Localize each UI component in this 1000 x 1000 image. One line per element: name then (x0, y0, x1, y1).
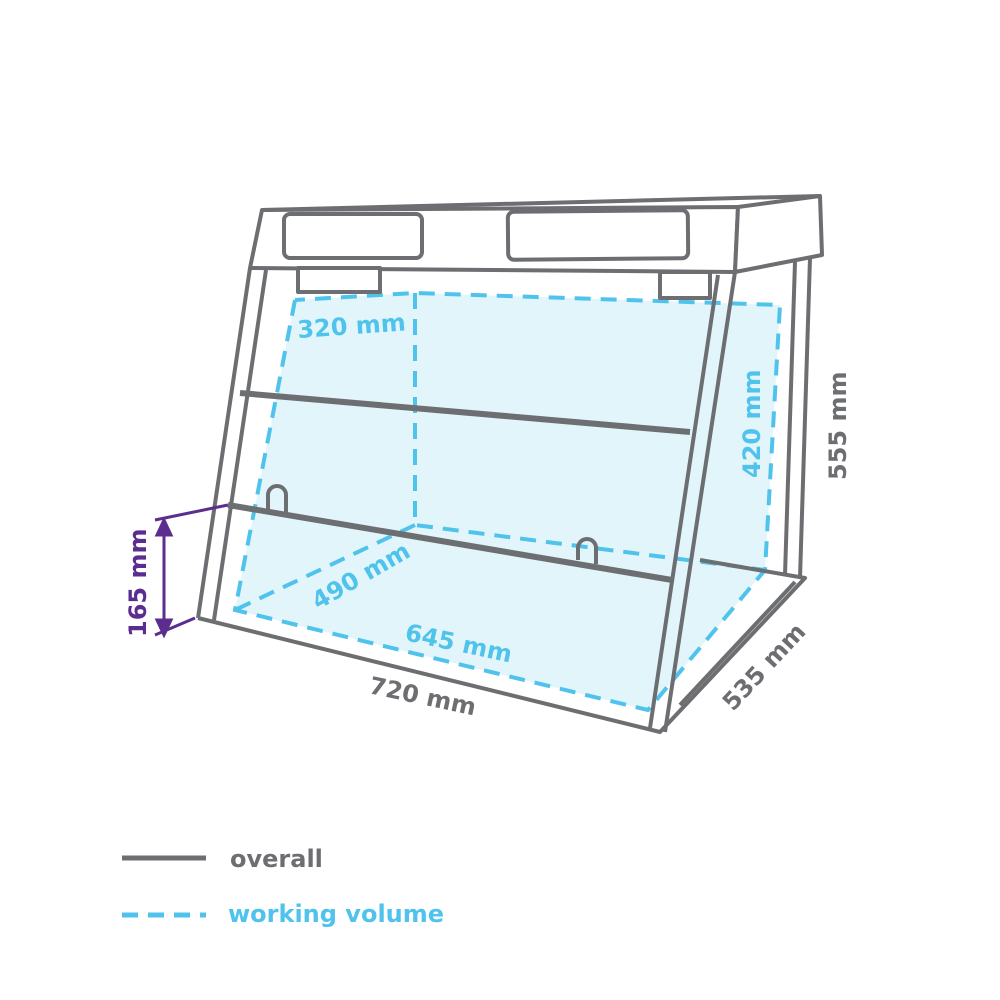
hood-panel-left (282, 212, 424, 260)
legend-overall-label: overall (230, 845, 323, 873)
hood-side (733, 194, 824, 274)
label-overall-depth: 535 mm (717, 618, 811, 716)
working-volume-fill (235, 293, 780, 710)
hood-front (248, 205, 740, 274)
lamp-left (296, 266, 382, 294)
lamp-right (658, 270, 712, 300)
label-working-height: 420 mm (738, 370, 766, 478)
cabinet-outline (196, 194, 824, 734)
hood-panel-right (505, 208, 691, 262)
label-front-opening-height: 165 mm (124, 529, 152, 637)
label-overall-height: 555 mm (824, 372, 852, 480)
height-marker (154, 503, 229, 639)
label-overall-width: 720 mm (367, 671, 479, 721)
legend-working-label: working volume (228, 900, 444, 928)
